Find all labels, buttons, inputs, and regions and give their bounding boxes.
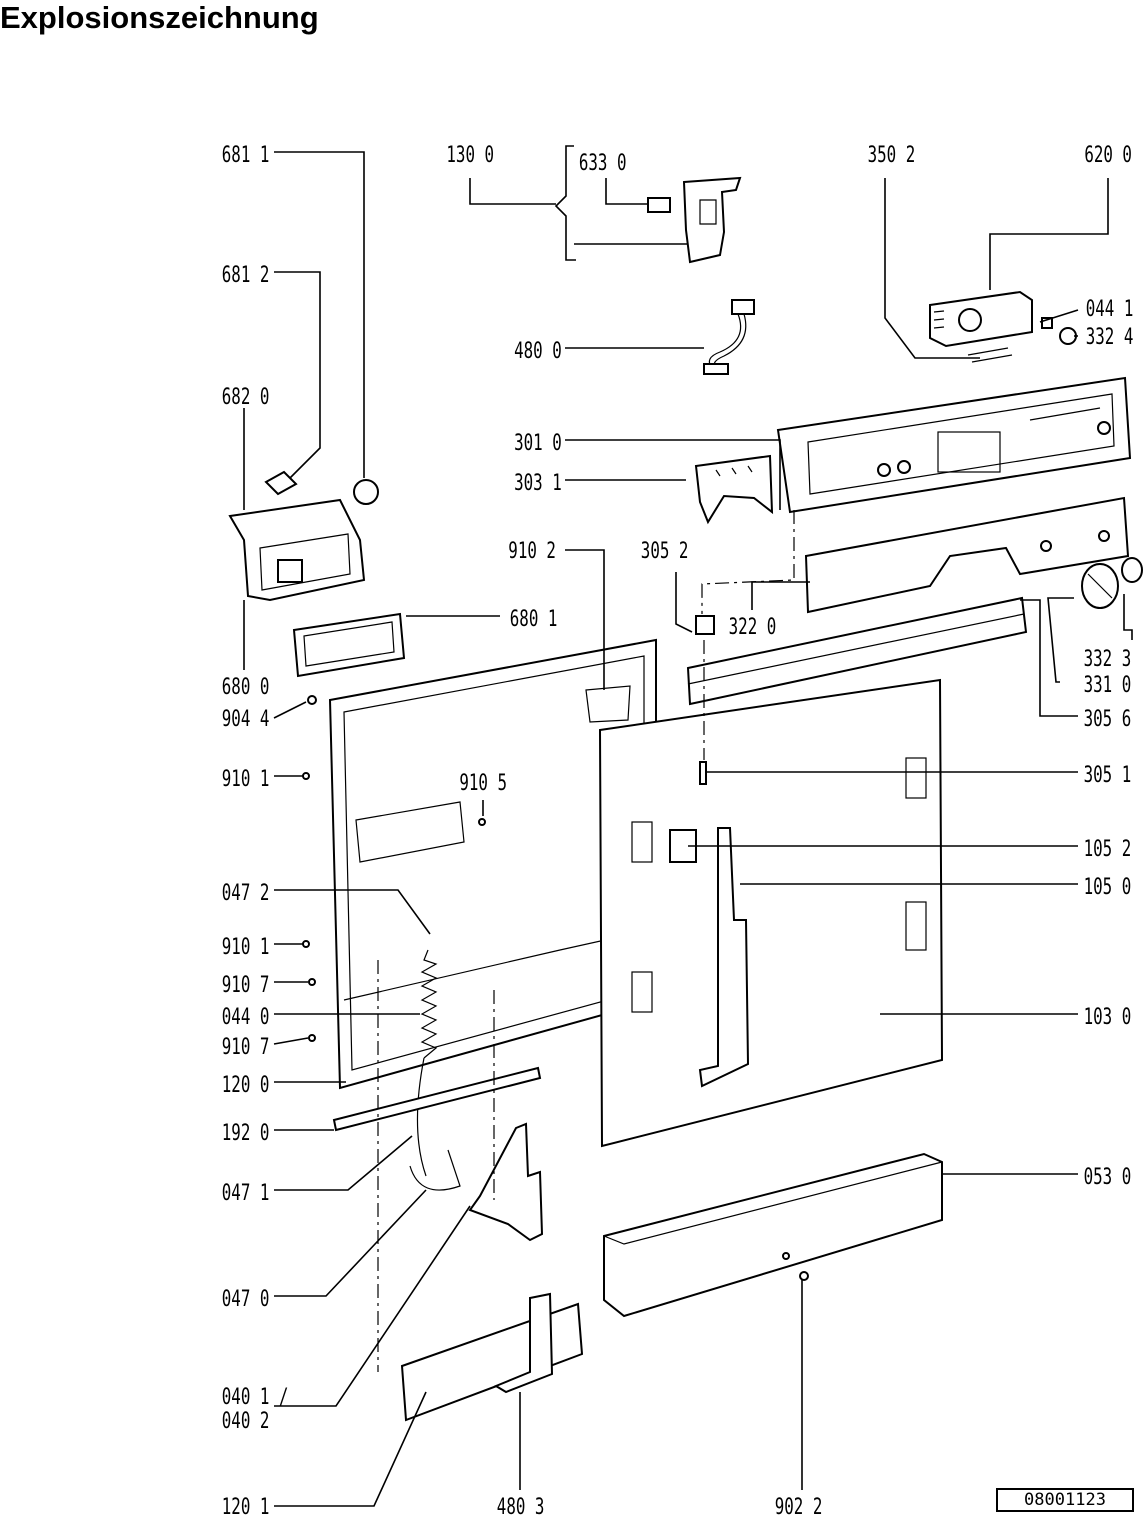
part-label: 350 2 xyxy=(868,141,916,167)
part-label: 305 2 xyxy=(641,537,689,563)
door-lock-part xyxy=(647,176,742,264)
part-label: 910 1 xyxy=(222,765,270,791)
part-label: 305 6 xyxy=(1084,705,1132,731)
gasket-part xyxy=(292,612,406,678)
part-label: 902 2 xyxy=(775,1493,823,1516)
part-label: 332 3 xyxy=(1084,645,1132,671)
part-label: 620 0 xyxy=(1084,141,1132,167)
part-label: 303 1 xyxy=(514,469,562,495)
part-label: 680 0 xyxy=(222,673,270,699)
part-label: 910 7 xyxy=(222,1033,270,1059)
part-label: 120 1 xyxy=(222,1493,270,1516)
part-label: 910 2 xyxy=(508,537,556,563)
part-label: 044 0 xyxy=(222,1003,270,1029)
leader-lines xyxy=(243,145,1133,1507)
part-label: 904 4 xyxy=(222,705,270,731)
part-label: 332 4 xyxy=(1086,323,1134,349)
part-label: 105 0 xyxy=(1084,873,1132,899)
knob-parts xyxy=(1081,557,1143,609)
part-label: 633 0 xyxy=(579,149,627,175)
part-label: 331 0 xyxy=(1084,671,1132,697)
page-title: Explosionszeichnung xyxy=(0,0,319,35)
clip-part xyxy=(695,615,715,635)
hinge-part xyxy=(409,1122,544,1242)
part-label: 910 7 xyxy=(222,971,270,997)
part-label: 681 1 xyxy=(222,141,270,167)
part-label: 103 0 xyxy=(1084,1003,1132,1029)
part-label: 682 0 xyxy=(222,383,270,409)
part-label: 040 1 / xyxy=(222,1383,289,1409)
part-label: 047 0 xyxy=(222,1285,270,1311)
part-label: 105 2 xyxy=(1084,835,1132,861)
part-label: 053 0 xyxy=(1084,1163,1132,1189)
part-label: 192 0 xyxy=(222,1119,270,1145)
drawing-number-box: 08001123 xyxy=(996,1488,1134,1512)
part-label: 322 0 xyxy=(729,613,777,639)
part-label: 480 3 xyxy=(497,1493,545,1516)
kick-plate-part xyxy=(603,1152,943,1318)
rail-part xyxy=(332,1066,542,1132)
part-label: 910 1 xyxy=(222,933,270,959)
part-label: 680 1 xyxy=(510,605,558,631)
part-label: 910 5 xyxy=(459,769,507,795)
part-label: 120 0 xyxy=(222,1071,270,1097)
part-label: 047 1 xyxy=(222,1179,270,1205)
outer-door-part xyxy=(598,678,944,1148)
bracket-part xyxy=(694,454,774,525)
construction-line xyxy=(701,510,795,614)
part-label: 047 2 xyxy=(222,879,270,905)
control-panel-part xyxy=(776,376,1132,514)
part-labels: 681 1 130 0 633 0 350 2 620 0 681 2 044 … xyxy=(222,141,1134,1516)
fascia-panel-part xyxy=(804,496,1130,614)
detergent-dispenser-part xyxy=(228,470,379,602)
programmer-module-part xyxy=(929,290,1077,363)
part-label: 305 1 xyxy=(1084,761,1132,787)
part-label: 130 0 xyxy=(446,141,494,167)
part-label: 480 0 xyxy=(514,337,562,363)
part-label: 681 2 xyxy=(222,261,270,287)
screw-markers xyxy=(302,695,809,1281)
part-label: 301 0 xyxy=(514,429,562,455)
part-label: 044 1 xyxy=(1086,295,1134,321)
spring-part xyxy=(416,949,438,1177)
cable-harness-part xyxy=(703,299,755,375)
trim-strip-part xyxy=(686,596,1028,706)
part-label: 040 2 xyxy=(222,1407,270,1433)
lower-strip-part xyxy=(400,1292,584,1422)
